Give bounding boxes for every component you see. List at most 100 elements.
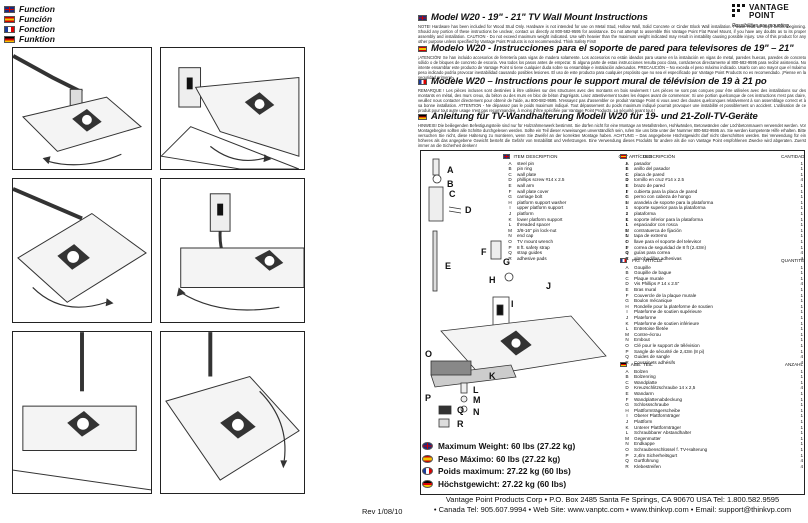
part-letter: N xyxy=(473,407,480,417)
uk-flag-icon xyxy=(418,14,427,21)
function-step-3 xyxy=(12,178,152,323)
france-flag-icon xyxy=(422,467,433,476)
part-letter: E xyxy=(445,261,451,271)
spain-flag-icon xyxy=(4,15,15,23)
part-letter: D xyxy=(465,205,472,215)
revision-label: Rev 1/08/10 xyxy=(362,507,403,516)
title-fr: Modèle W20 – Instructions pour le suppor… xyxy=(418,76,767,87)
max-weight-es: Peso Máximo: 60 lbs (27.22 kg) xyxy=(422,453,575,466)
extend-diagram xyxy=(176,193,304,311)
uk-flag-icon xyxy=(422,442,433,451)
flag-icon xyxy=(503,154,510,160)
flag-icon xyxy=(620,362,627,368)
part-letter: I xyxy=(511,299,514,309)
note-de: HINWEIS! Die beiliegenden Befestigungste… xyxy=(418,123,806,148)
part-letter: M xyxy=(473,395,481,405)
germany-flag-icon xyxy=(422,479,433,488)
part-letter: G xyxy=(503,257,510,267)
title-es: Modelo W20 - Instrucciones para el sopor… xyxy=(418,43,794,54)
note-en: NOTE! Hardware has been included for Woo… xyxy=(418,24,806,44)
height-diagram xyxy=(13,332,151,491)
exploded-parts-diagram: A B C D E F G H I J K L M N O P Q R xyxy=(425,158,607,429)
part-letter: H xyxy=(489,275,496,285)
spain-flag-icon xyxy=(418,45,427,52)
note-fr: REMARQUE ! Les pièces incluses sont dest… xyxy=(418,88,806,113)
max-weight-en: Maximum Weight: 60 lbs (27.22 kg) xyxy=(422,440,575,453)
part-letter: L xyxy=(473,385,479,395)
rotate-diagram xyxy=(13,187,147,308)
germany-flag-icon xyxy=(4,35,15,43)
part-letter: O xyxy=(425,349,432,359)
parts-box xyxy=(420,150,805,495)
part-letter: A xyxy=(447,165,454,175)
france-flag-icon xyxy=(4,25,15,33)
title-en: Model W20 - 19" - 21" TV Wall Mount Inst… xyxy=(418,12,648,23)
part-letter: B xyxy=(447,179,454,189)
part-letter: J xyxy=(546,281,551,291)
spain-flag-icon xyxy=(422,454,433,463)
france-flag-icon xyxy=(418,78,427,85)
legend-es: Función xyxy=(4,14,94,24)
tilt-diagram xyxy=(161,67,300,169)
swing-left-diagram xyxy=(13,54,143,166)
function-step-5 xyxy=(12,331,152,494)
part-letter: K xyxy=(489,371,496,381)
uk-flag-icon xyxy=(4,5,15,13)
legend-en: Function xyxy=(4,4,94,14)
max-weight-fr: Poids maximum: 27.22 kg (60 lbs) xyxy=(422,465,575,478)
germany-flag-icon xyxy=(418,113,427,120)
legend-de: Funktion xyxy=(4,34,94,44)
